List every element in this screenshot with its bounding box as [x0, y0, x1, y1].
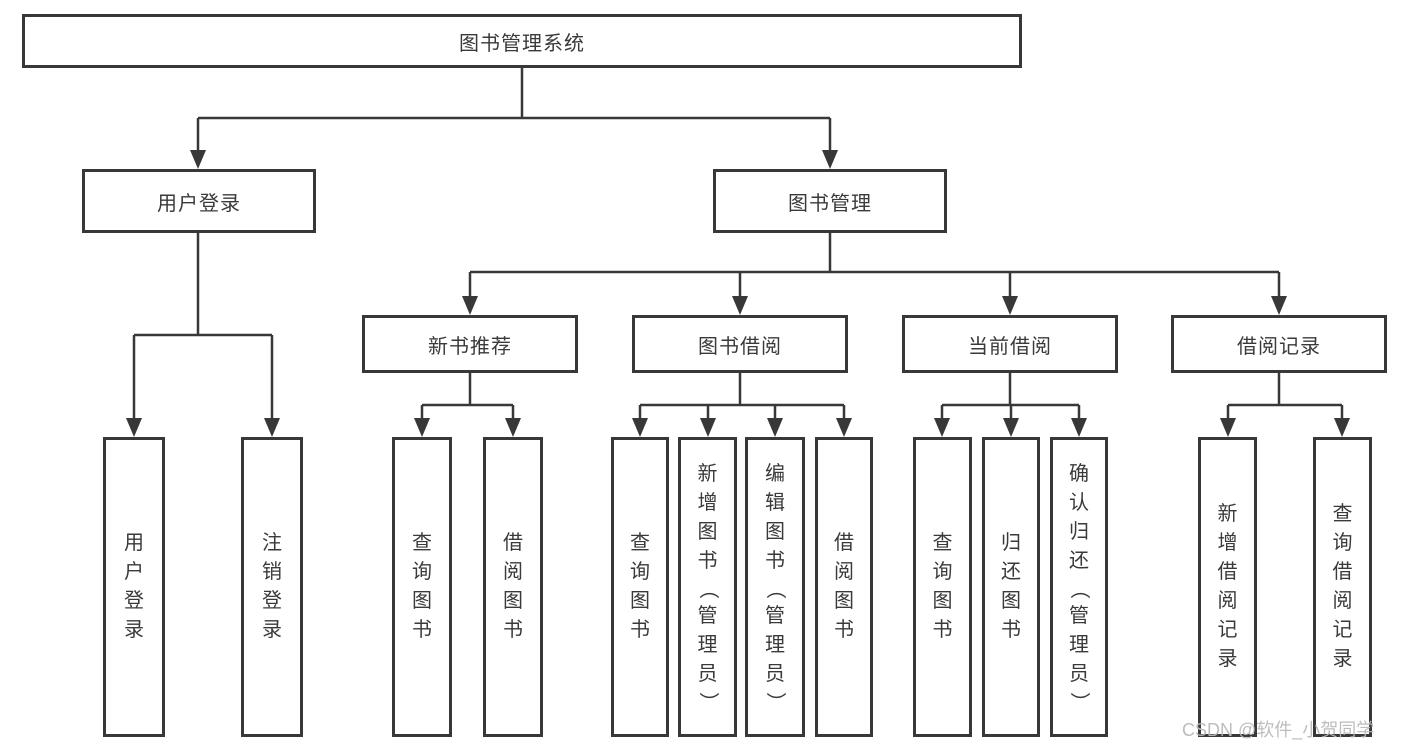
arrowheads [126, 150, 1350, 437]
node-library-system: 图书管理系统 [22, 14, 1022, 68]
leaf-newbooks-borrow-books: 借阅图书 [483, 437, 543, 737]
leaf-borrow-add-books-admin: 新增图书（管理员） [678, 437, 737, 737]
leaf-borrow-query-books: 查询图书 [611, 437, 669, 737]
leaf-borrow-edit-books-admin: 编辑图书（管理员） [745, 437, 805, 737]
leaf-records-add-record: 新增借阅记录 [1198, 437, 1257, 737]
node-user-login: 用户登录 [82, 169, 316, 233]
leaf-current-confirm-return-admin: 确认归还（管理员） [1050, 437, 1108, 737]
node-current-borrow: 当前借阅 [902, 315, 1118, 373]
leaf-logout-login: 注销登录 [241, 437, 303, 737]
leaf-user-login: 用户登录 [103, 437, 165, 737]
leaf-current-query-books: 查询图书 [913, 437, 972, 737]
node-new-book-recommend: 新书推荐 [362, 315, 578, 373]
node-borrow-records: 借阅记录 [1171, 315, 1387, 373]
node-book-borrow: 图书借阅 [632, 315, 848, 373]
leaf-borrow-borrow-books: 借阅图书 [815, 437, 873, 737]
csdn-watermark: CSDN @软件_小贺同学 [1182, 720, 1375, 740]
leaf-records-query-record: 查询借阅记录 [1313, 437, 1372, 737]
node-book-management: 图书管理 [713, 169, 947, 233]
leaf-current-return-books: 归还图书 [982, 437, 1040, 737]
leaf-newbooks-query-books: 查询图书 [392, 437, 452, 737]
